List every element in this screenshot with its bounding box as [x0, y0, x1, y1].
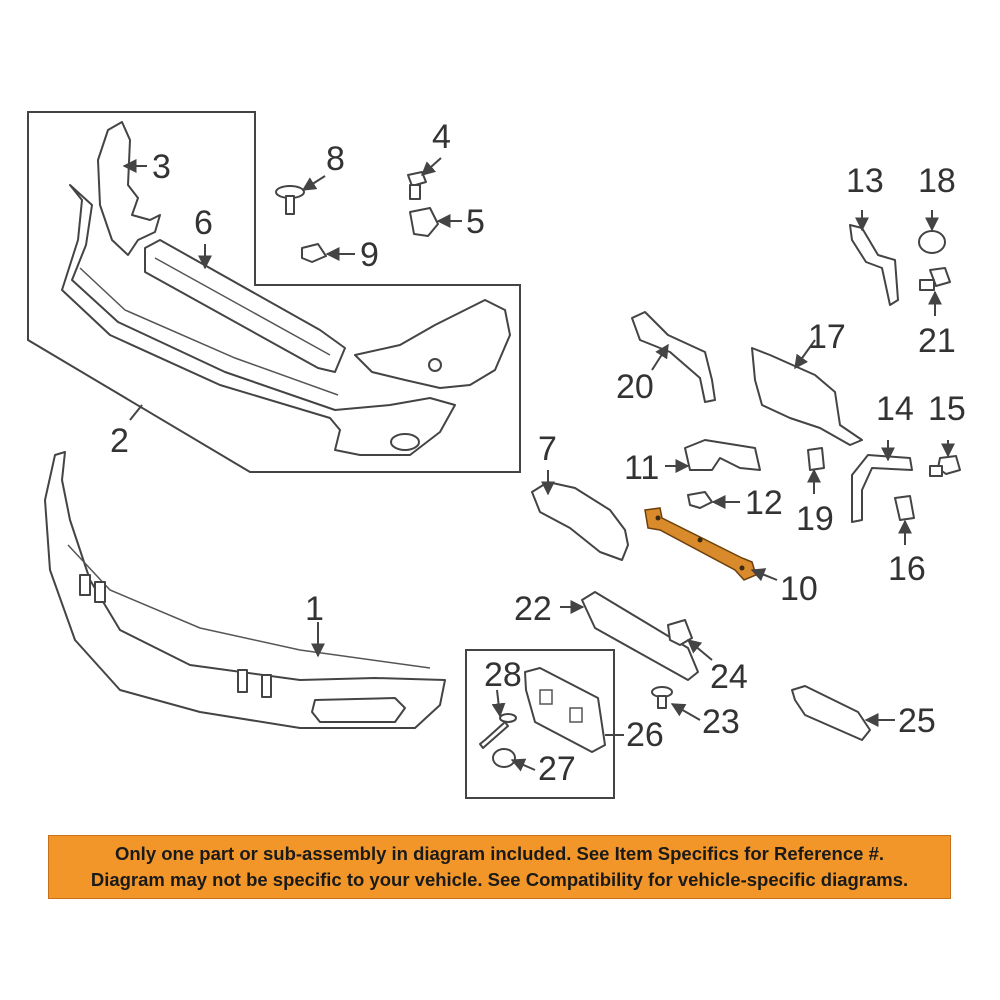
callout-2: 2	[110, 422, 129, 460]
part-18-nut	[918, 230, 946, 254]
part-8-screw	[275, 185, 305, 215]
callout-5: 5	[466, 203, 485, 241]
callout-1: 1	[305, 590, 324, 628]
callout-labels: 1 2 3 4 5 6 7 8 9 10 11 12 13 14 15 16 1…	[110, 118, 966, 788]
part-16-clip	[894, 495, 915, 521]
callout-11: 11	[624, 449, 659, 487]
callout-23: 23	[702, 703, 740, 741]
callout-3: 3	[152, 148, 171, 186]
part-19-clip	[807, 447, 825, 471]
part-25-bezel	[791, 685, 871, 741]
part-15-bolt	[929, 455, 961, 477]
notice-banner: Only one part or sub-assembly in diagram…	[48, 835, 951, 899]
part-1-front-bumper	[44, 451, 446, 729]
part-12-clip	[687, 491, 713, 509]
part-box-side-bracket	[354, 299, 511, 389]
callout-15: 15	[928, 390, 966, 428]
callout-19: 19	[796, 500, 834, 538]
part-9-nut	[301, 243, 327, 263]
part-21-bolt	[919, 267, 951, 291]
callout-16: 16	[888, 550, 926, 588]
callout-7: 7	[538, 430, 557, 468]
subassembly-box-2	[27, 111, 521, 473]
callout-8: 8	[326, 140, 345, 178]
part-24-clip	[667, 619, 693, 646]
part-11-bracket	[684, 439, 761, 471]
notice-line-2: Diagram may not be specific to your vehi…	[90, 869, 909, 890]
part-26-plate	[524, 667, 606, 753]
callout-4: 4	[432, 118, 451, 156]
part-3-bracket	[97, 121, 161, 256]
part-28-screw	[479, 713, 517, 749]
callout-25: 25	[898, 702, 936, 740]
part-17-bracket	[751, 347, 863, 446]
part-7-bracket	[531, 481, 629, 561]
part-4-bolt	[407, 171, 427, 200]
callout-24: 24	[710, 658, 748, 696]
notice-line-1: Only one part or sub-assembly in diagram…	[114, 843, 884, 864]
callout-26: 26	[626, 716, 664, 754]
part-23-screw	[651, 686, 673, 709]
part-22-plate-bracket	[581, 591, 699, 681]
part-6-grille-support	[144, 239, 346, 373]
subassembly-box-26	[465, 649, 615, 799]
part-13-bracket	[849, 224, 899, 306]
callout-17: 17	[808, 318, 846, 356]
part-2-reinforcement	[61, 184, 456, 456]
part-10-shape	[644, 507, 757, 581]
callout-12: 12	[745, 484, 783, 522]
callout-14: 14	[876, 390, 914, 428]
callout-10[interactable]: 10	[780, 570, 818, 608]
callout-6: 6	[194, 204, 213, 242]
callout-20: 20	[616, 368, 654, 406]
callout-27: 27	[538, 750, 576, 788]
callout-18: 18	[918, 162, 956, 200]
part-5-clip	[409, 207, 439, 237]
callout-9: 9	[360, 236, 379, 274]
callout-28: 28	[484, 656, 522, 694]
callout-21: 21	[918, 322, 956, 360]
callout-22: 22	[514, 590, 552, 628]
part-10-highlighted-bar[interactable]	[644, 507, 757, 581]
part-27-nut	[492, 748, 516, 768]
callout-13: 13	[846, 162, 884, 200]
leader-lines	[122, 157, 955, 772]
